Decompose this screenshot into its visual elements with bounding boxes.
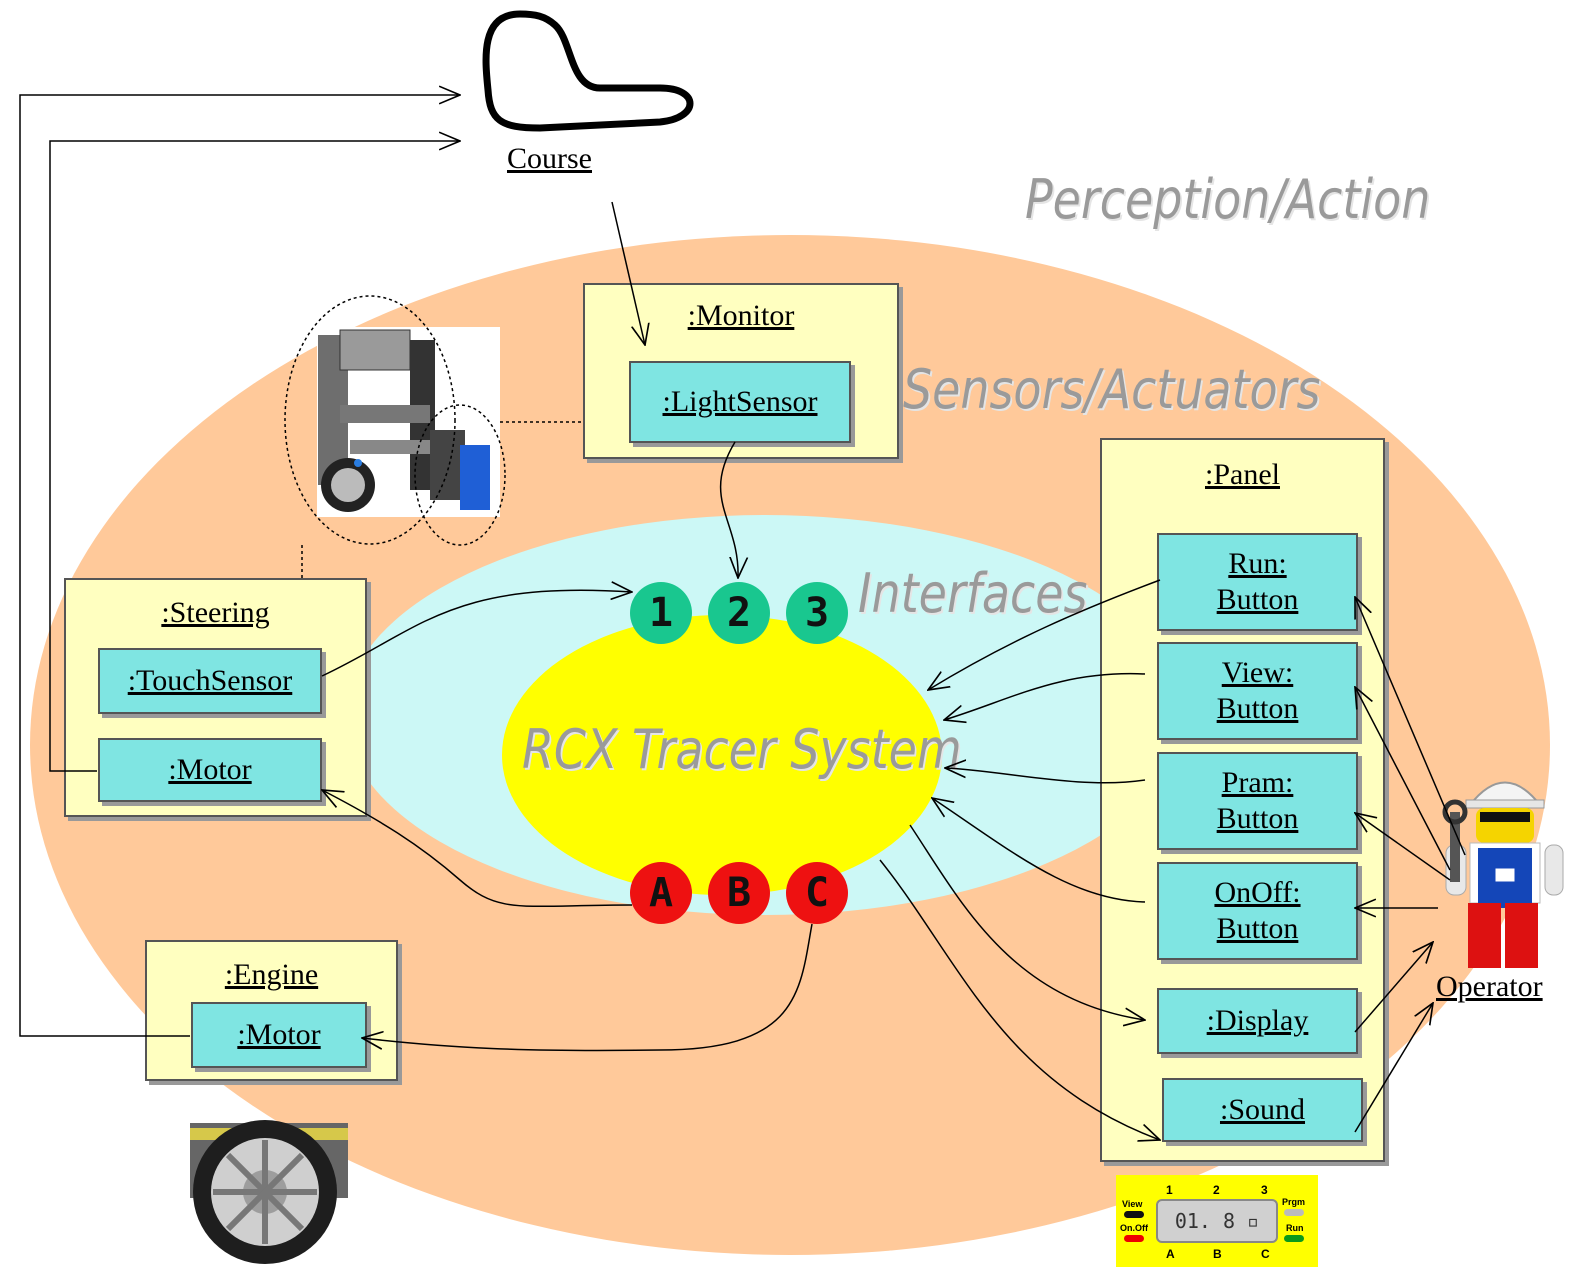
sound-label: :Sound — [1219, 1093, 1306, 1126]
light-sensor-label: :LightSensor — [662, 385, 818, 418]
operator-label: Operator — [1436, 970, 1543, 1003]
motor-port-a: A — [630, 862, 692, 924]
onoff-button-line2: Button — [1216, 912, 1299, 945]
rcx-onoff-button — [1124, 1235, 1144, 1242]
sound-part: :Sound — [1162, 1078, 1363, 1142]
perception-action-label: Perception/Action — [1025, 168, 1431, 231]
touch-sensor-label: :TouchSensor — [127, 664, 293, 697]
onoff-button-part: OnOff: Button — [1157, 862, 1358, 960]
monitor-object: :Monitor :LightSensor — [583, 283, 899, 459]
monitor-title: :Monitor — [687, 299, 795, 332]
rcx-number-1: 1 — [1166, 1183, 1173, 1197]
panel-object: :Panel Run: Button View: Button Pram: Bu… — [1100, 438, 1385, 1162]
rcx-number-3: 3 — [1261, 1183, 1268, 1197]
rcx-view-button — [1124, 1211, 1144, 1218]
rcx-prgm-label: Prgm — [1282, 1197, 1306, 1207]
rcx-run-label: Run — [1286, 1223, 1304, 1233]
view-button-part: View: Button — [1157, 642, 1358, 740]
rcx-brick-panel: 1 2 3 View On.Off 01. 8 ▫ Prgm Run A B C — [1116, 1175, 1318, 1267]
rcx-view-label: View — [1122, 1199, 1143, 1209]
motor-port-b: B — [708, 862, 770, 924]
run-button-line1: Run: — [1228, 547, 1287, 580]
rcx-letter-b: B — [1213, 1247, 1222, 1261]
sensor-port-3: 3 — [786, 582, 848, 644]
rcx-letter-a: A — [1166, 1247, 1175, 1261]
course-label: Course — [507, 142, 592, 175]
rcx-prgm-button — [1284, 1209, 1304, 1216]
engine-title: :Engine — [224, 958, 319, 991]
run-button-part: Run: Button — [1157, 533, 1358, 631]
view-button-line2: Button — [1216, 692, 1299, 725]
touch-sensor-part: :TouchSensor — [98, 648, 322, 714]
light-sensor-part: :LightSensor — [629, 361, 851, 443]
sensor-port-1: 1 — [630, 582, 692, 644]
steering-motor-part: :Motor — [98, 738, 322, 802]
engine-motor-label: :Motor — [237, 1018, 321, 1051]
pram-button-line1: Pram: — [1221, 766, 1294, 799]
rcx-onoff-label: On.Off — [1120, 1223, 1148, 1233]
rcx-number-2: 2 — [1213, 1183, 1220, 1197]
rcx-tracer-system-label: RCX Tracer System — [522, 718, 962, 781]
display-part: :Display — [1157, 988, 1358, 1054]
rcx-lcd-display: 01. 8 ▫ — [1156, 1199, 1278, 1243]
run-button-line2: Button — [1216, 583, 1299, 616]
motor-port-c: C — [786, 862, 848, 924]
rcx-letter-c: C — [1261, 1247, 1270, 1261]
engine-object: :Engine :Motor — [145, 940, 398, 1081]
steering-motor-label: :Motor — [168, 753, 252, 786]
onoff-button-line1: OnOff: — [1214, 876, 1301, 909]
steering-object: :Steering :TouchSensor :Motor — [64, 578, 367, 817]
panel-title: :Panel — [1205, 458, 1280, 491]
steering-title: :Steering — [161, 596, 270, 629]
pram-button-line2: Button — [1216, 802, 1299, 835]
sensor-port-2: 2 — [708, 582, 770, 644]
display-label: :Display — [1206, 1004, 1309, 1037]
sensors-actuators-label: Sensors/Actuators — [903, 358, 1321, 421]
rcx-run-button — [1284, 1235, 1304, 1242]
view-button-line1: View: — [1221, 656, 1294, 689]
interfaces-label: Interfaces — [858, 562, 1088, 625]
engine-motor-part: :Motor — [191, 1002, 367, 1068]
pram-button-part: Pram: Button — [1157, 752, 1358, 850]
